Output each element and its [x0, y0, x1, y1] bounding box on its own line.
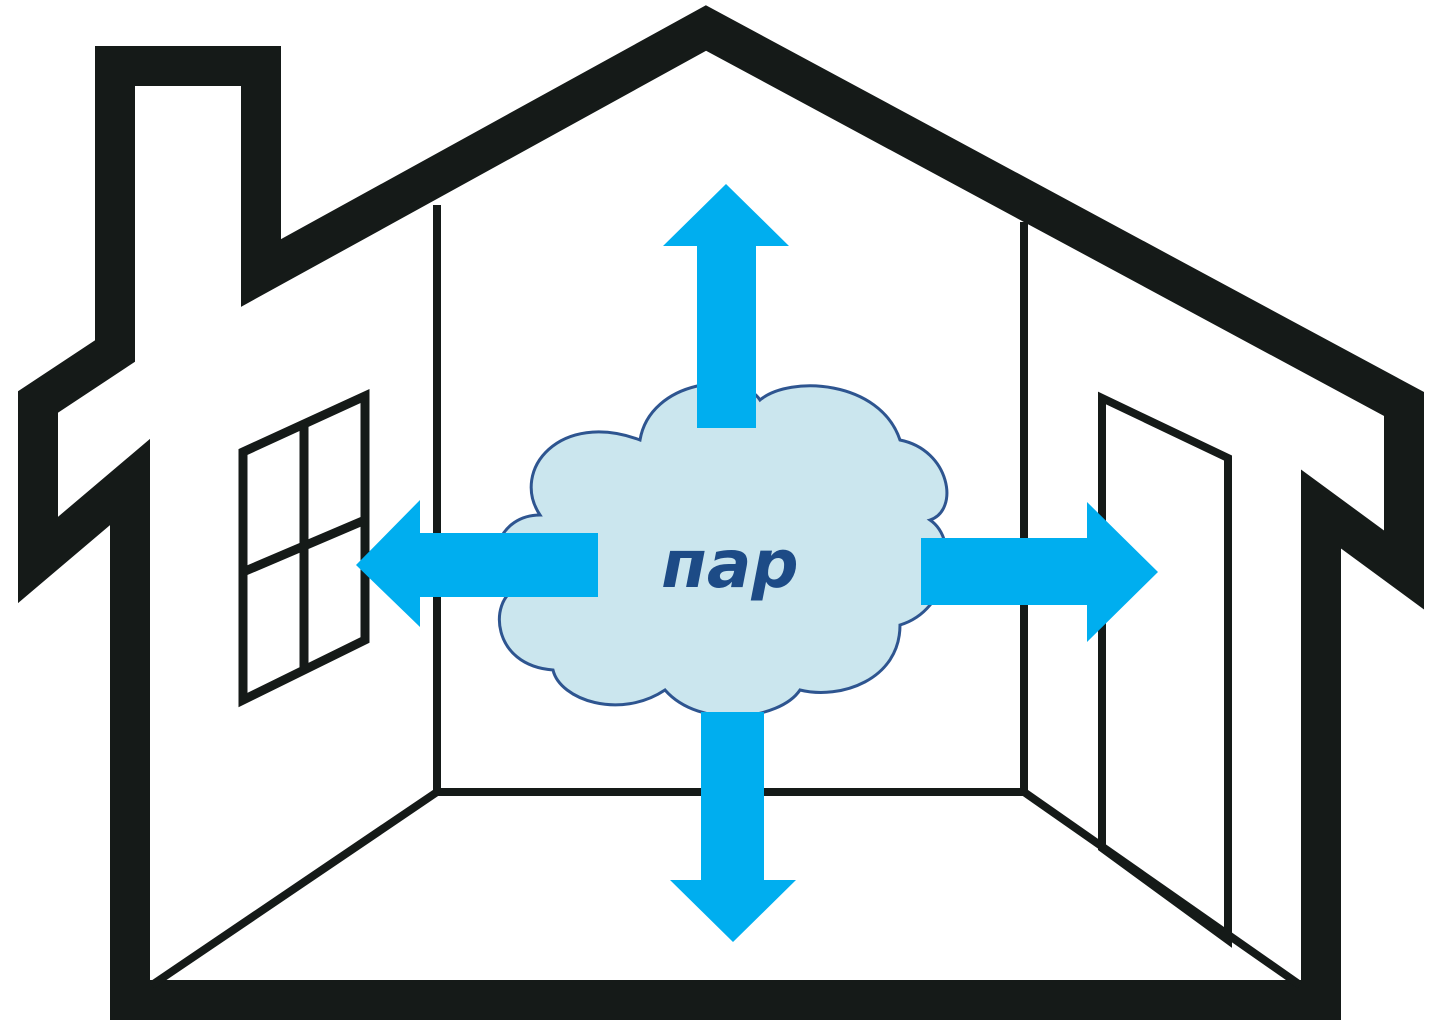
arrow-left-icon [356, 500, 598, 627]
house-outline-icon [18, 5, 1424, 1020]
arrow-right-icon [921, 502, 1158, 642]
door-icon [1098, 391, 1232, 948]
arrow-down-icon [670, 712, 796, 942]
arrows [356, 184, 1158, 942]
floor-left-edge [149, 788, 440, 989]
arrow-up-icon [663, 184, 789, 428]
vapor-label: пар [661, 526, 799, 603]
window-icon [238, 388, 370, 708]
